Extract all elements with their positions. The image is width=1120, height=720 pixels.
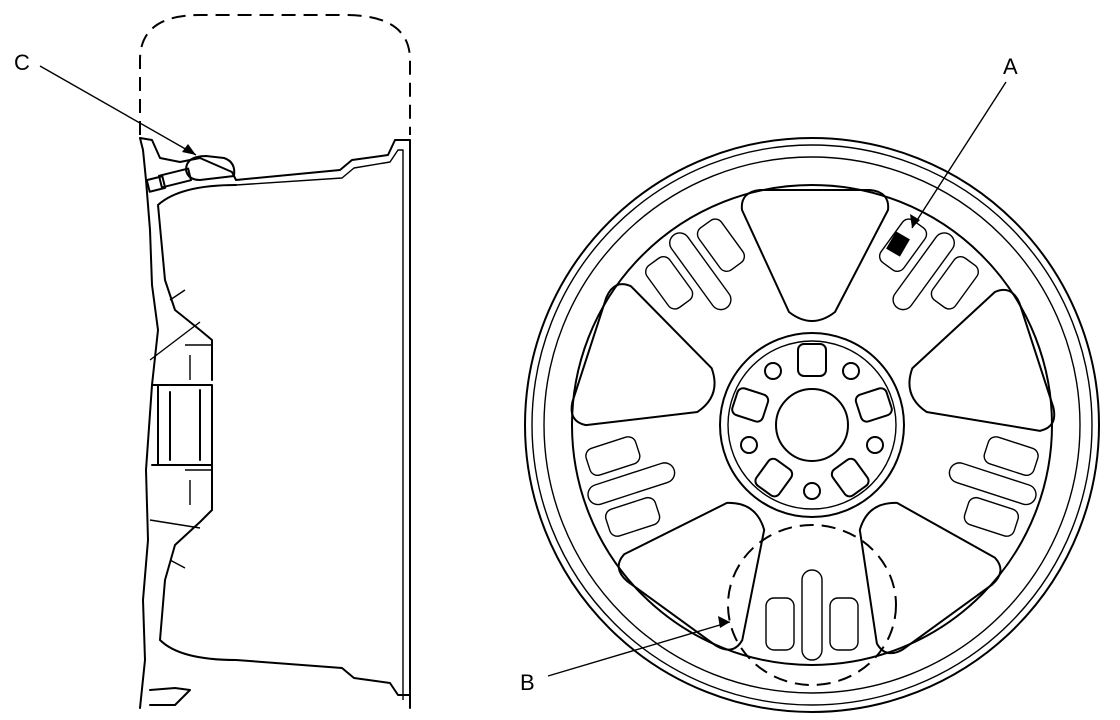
- marker-a-square: [886, 231, 910, 257]
- label-c: C: [14, 50, 30, 75]
- rim-spoke-upper-inner: [149, 289, 212, 380]
- spoke-windows: [570, 189, 1056, 655]
- lug-holes: [740, 362, 884, 500]
- spoke-slots: [585, 218, 1039, 661]
- rim-circle-2: [531, 144, 1093, 706]
- leader-c: [39, 65, 197, 156]
- leader-b: [547, 621, 731, 677]
- rim-lower-contour: [149, 659, 411, 706]
- rim-outer-circle: [524, 137, 1100, 713]
- hub-ring: [727, 340, 897, 510]
- rim-spoke-lower: [159, 464, 237, 661]
- tpms-sensor-icon: [145, 155, 236, 193]
- wheel-side-section: [139, 14, 411, 709]
- rim-circle-3: [543, 156, 1081, 694]
- leader-a: [911, 81, 1007, 229]
- rim-spoke-upper: [157, 184, 237, 381]
- hub-outer-circle: [719, 332, 905, 518]
- highlight-dashed-circle: [727, 524, 897, 686]
- rim-upper-inner: [235, 149, 404, 700]
- leader-lines: [39, 65, 1007, 677]
- wheel-front-view: [524, 137, 1100, 713]
- label-a: A: [1003, 54, 1018, 79]
- hub-pockets: [731, 343, 893, 498]
- label-b: B: [520, 670, 535, 695]
- hub-mount: [151, 384, 213, 466]
- center-bore: [775, 388, 849, 462]
- rim-spoke-lower-inner: [149, 469, 212, 569]
- rim-upper-contour: [139, 137, 411, 709]
- tire-outline-dashed: [139, 14, 411, 135]
